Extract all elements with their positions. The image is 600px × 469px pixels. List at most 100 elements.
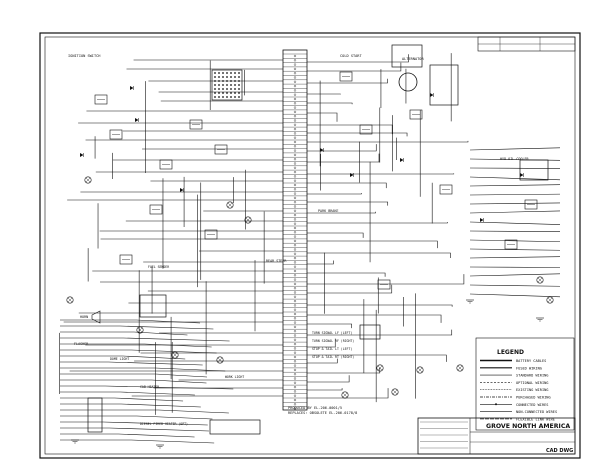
terminal-screw (293, 304, 297, 307)
legend-item-label: CONNECTED WIRES (516, 403, 548, 407)
lamp-cross (417, 367, 423, 373)
horn-label: HORN (80, 315, 88, 319)
wire (469, 256, 561, 259)
terminal-screw (293, 291, 297, 294)
wire (307, 240, 438, 249)
wire (469, 284, 561, 287)
terminal-screw (293, 235, 297, 238)
lamp (226, 201, 234, 209)
wire (307, 388, 343, 391)
terminal-screw (293, 287, 297, 290)
wire (307, 211, 376, 214)
connector-pin (222, 76, 224, 78)
terminal-screw (293, 76, 297, 79)
connector-pin (226, 92, 228, 94)
connector-pin (218, 76, 220, 78)
terminal-screw (293, 179, 297, 182)
wire (60, 397, 184, 402)
connector-pin (226, 72, 228, 74)
wire (307, 329, 453, 336)
terminal-screw (293, 334, 297, 337)
module-box (391, 44, 423, 68)
sheet-code: CAD DWG (546, 448, 573, 454)
wire (307, 62, 402, 72)
terminal-screw (293, 54, 297, 58)
stop-tail-rt-label: STOP & TAIL RT (RIGHT) (312, 355, 354, 359)
relay (339, 71, 353, 82)
lamp-cross (217, 357, 223, 363)
relay (119, 254, 133, 265)
wire (60, 403, 201, 408)
module-box (519, 159, 549, 181)
wire (469, 266, 561, 268)
terminal-screw (293, 317, 297, 320)
module-box (139, 294, 167, 318)
alternator-symbol (398, 72, 418, 92)
wire (469, 184, 561, 187)
terminal-screw (293, 300, 297, 303)
terminal-screw (293, 398, 297, 402)
terminal-screw (293, 282, 297, 285)
terminal-screw (293, 295, 297, 298)
wire (307, 54, 409, 63)
wire (307, 140, 469, 143)
diode (520, 173, 524, 177)
terminal-screw (293, 97, 297, 101)
terminal-screw (293, 209, 297, 212)
terminal-screw (293, 175, 297, 178)
connector-pin (218, 72, 220, 74)
legend-item-label: BATTERY CABLES (516, 359, 546, 363)
fuel-sender-label: FUEL SENDER (148, 265, 169, 269)
drawing-inner-border (44, 36, 576, 455)
terminal-screw (293, 252, 297, 255)
wire (307, 193, 362, 195)
wire-network (59, 53, 561, 444)
terminal-screw (293, 136, 297, 139)
connector-pin (234, 92, 236, 94)
wire (60, 421, 208, 426)
terminal-screw (293, 394, 297, 397)
wire (307, 284, 393, 294)
diode (480, 218, 484, 222)
terminal-screw (293, 106, 297, 109)
diode (80, 153, 84, 157)
relay (214, 144, 228, 155)
wire (307, 144, 377, 152)
terminal-screw (293, 338, 297, 341)
terminal-screw (293, 368, 297, 371)
connector-pin (234, 88, 236, 90)
connector-pin (222, 72, 224, 74)
connector-pin (234, 84, 236, 86)
legend-item-label: EXISTING WIRING (516, 388, 548, 392)
lamp-cross (85, 177, 91, 183)
multi-pin-connector (211, 69, 243, 101)
terminal-screw (293, 119, 297, 122)
terminal-screw (293, 205, 297, 208)
connector-pin (218, 96, 220, 98)
connector-pin (238, 80, 240, 82)
lamp (216, 356, 224, 364)
connector-pin (238, 92, 240, 94)
wire (60, 349, 217, 354)
turn-signal-lf-label: TURN SIGNAL LF (LEFT) (312, 331, 352, 335)
terminal-screw (293, 214, 297, 217)
wire (307, 304, 453, 307)
rear-steer-label: REAR STEER (266, 259, 287, 263)
revision-block (477, 36, 576, 52)
terminal-screw (293, 115, 297, 118)
terminal-screw (293, 93, 297, 96)
connector-pin (222, 96, 224, 98)
wire (60, 355, 186, 360)
wire (469, 248, 561, 251)
terminal-screw (293, 140, 297, 144)
terminal-screw (293, 123, 297, 126)
terminal-screw (293, 343, 297, 346)
connector-pin (238, 88, 240, 90)
wire (60, 367, 226, 372)
wire (469, 167, 561, 169)
terminal-screw (293, 222, 297, 225)
work-light-label: WORK LIGHT (225, 375, 244, 379)
relay (189, 119, 203, 130)
lamp-cross (245, 217, 251, 223)
